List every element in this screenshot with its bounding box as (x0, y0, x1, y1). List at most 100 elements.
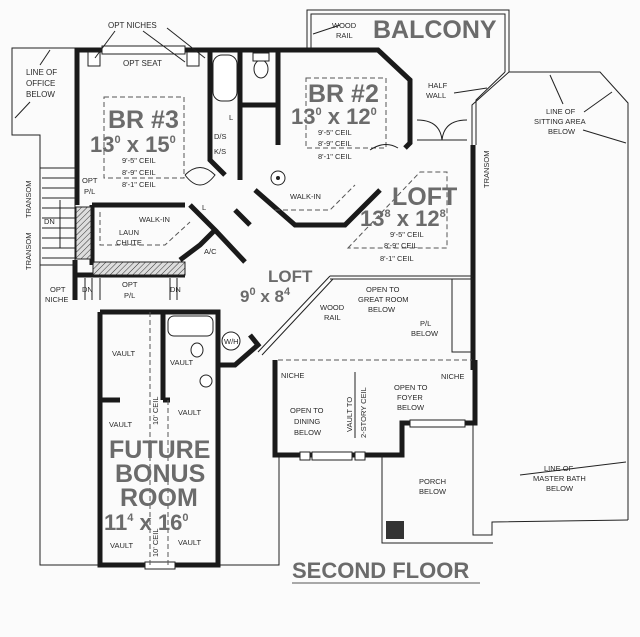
opt-niche-right (186, 51, 200, 67)
loft-ceiling-outline (346, 171, 448, 249)
pl-below-label-2: BELOW (411, 329, 439, 338)
br2-dimensions: 130 x 120 (291, 104, 377, 129)
br3-name: BR #3 (108, 106, 179, 134)
water-heater-icon (221, 331, 241, 351)
wh-label: W/H (224, 337, 239, 346)
loft-big-ceil-1: 9'-5" CEIL (390, 230, 424, 239)
balcony-label: BALCONY (373, 16, 497, 44)
opt-niches-label: OPT NICHES (108, 21, 157, 30)
dn-label-stairs: DN (44, 217, 55, 226)
ac-label: A/C (204, 247, 217, 256)
vault-label-6: VAULT (178, 538, 201, 547)
br2-name: BR #2 (308, 80, 379, 108)
porch-outline (381, 455, 493, 544)
dining-label-3: BELOW (294, 428, 322, 437)
br2-ceil-1: 9'-5" CEIL (318, 128, 352, 137)
loft-big-dimensions: 138 x 128 (360, 206, 446, 231)
vault-label-5: VAULT (110, 541, 133, 550)
vault-to-label-1: VAULT TO (345, 397, 354, 432)
wood-rail-label-2: RAIL (336, 31, 353, 40)
vault-label-4: VAULT (178, 408, 201, 417)
vault-label-2: VAULT (170, 358, 193, 367)
wood-rail-label-3: WOOD (320, 303, 345, 312)
toilet-icon (253, 59, 269, 79)
transom-label-lower: TRANSOM (24, 233, 33, 271)
core-walls (178, 203, 252, 264)
dn-label-left: DN (82, 285, 93, 294)
bathtub-icon (212, 54, 238, 102)
foyer-label-1: OPEN TO (394, 383, 428, 392)
opt-seat (101, 45, 186, 55)
loft-big-ceil-3: 8'-1" CEIL (380, 254, 414, 263)
laun-chute-label-1: LAUN (119, 228, 139, 237)
opt-niche-label-1: OPT (50, 285, 66, 294)
loft-double-door (416, 119, 468, 141)
bonus-name-2: BONUS (115, 460, 205, 488)
master-bath-label-2: MASTER BATH (533, 474, 586, 483)
office-below-label-3: BELOW (26, 90, 55, 99)
opt-pl-lower-1: OPT (122, 280, 138, 289)
bonus-tub-icon (167, 315, 214, 337)
vault-to-label-2: 2-STORY CEIL (359, 387, 368, 438)
bonus-name-3: ROOM (120, 484, 198, 512)
walk-in-dashed (99, 184, 356, 246)
half-wall-label-1: HALF (428, 81, 448, 90)
bonus-sink-icon (199, 374, 213, 388)
niche-label-left: NICHE (281, 371, 304, 380)
porch-label-1: PORCH (419, 477, 446, 486)
transom-label-right: TRANSOM (482, 151, 491, 189)
transom-label-upper: TRANSOM (24, 181, 33, 219)
opt-pl-lower-2: P/L (124, 291, 135, 300)
ks-label: K/S (214, 147, 226, 156)
office-below-label-2: OFFICE (26, 79, 55, 88)
foyer-label-2: FOYER (397, 393, 423, 402)
master-bath-label-1: LINE OF (544, 464, 574, 473)
opt-seat-label: OPT SEAT (123, 59, 162, 68)
br3-ceil-1: 9'-5" CEIL (122, 156, 156, 165)
great-room-opening (330, 275, 473, 353)
bonus-dimensions: 114 x 160 (104, 510, 189, 535)
bonus-window (144, 561, 176, 570)
dining-label-1: OPEN TO (290, 406, 324, 415)
bonus-bath-walls (100, 312, 170, 403)
br2-ceiling-outline (305, 77, 387, 149)
br3-door (184, 167, 216, 186)
sitting-below-label-3: BELOW (548, 127, 576, 136)
opt-pl-shaded (75, 206, 92, 260)
linen-label: L (229, 113, 233, 122)
master-bath-label-3: BELOW (546, 484, 574, 493)
walk-in-label-br3: WALK-IN (139, 215, 170, 224)
sitting-area-below-outline (509, 71, 629, 520)
stairs (39, 167, 76, 266)
br2-ceil-3: 8'-1" CEIL (318, 152, 352, 161)
great-room-label-2: GREAT ROOM (358, 295, 409, 304)
wood-rail-diagonal (257, 275, 334, 356)
vault-label-3: VAULT (109, 420, 132, 429)
laun-chute-label-2: CHUTE (116, 238, 142, 247)
bath-walls (237, 50, 278, 180)
dining-foyer-walls (272, 360, 478, 458)
loft-big-name: LOFT (392, 183, 457, 211)
plan-title: SECOND FLOOR (292, 558, 469, 583)
half-wall-label-2: WALL (426, 91, 446, 100)
opt-pl-label-1: OPT (82, 176, 98, 185)
opt-pl-shelf-shaded (92, 261, 186, 276)
opt-niche-label-2: NICHE (45, 295, 68, 304)
bonus-name-1: FUTURE (109, 436, 210, 464)
br3-ceil-3: 8'-1" CEIL (122, 180, 156, 189)
loft-big-ceil-2: 8'-9" CEIL (384, 241, 418, 250)
br3-dimensions: 130 x 150 (90, 132, 176, 157)
sitting-below-label-2: SITTING AREA (534, 117, 586, 126)
great-room-label-3: BELOW (368, 305, 396, 314)
br3-walls (89, 50, 227, 265)
foyer-label-3: BELOW (397, 403, 425, 412)
stair-down-left (84, 278, 178, 300)
ceil10-label-upper: 10' CEIL (151, 396, 160, 425)
niche-label-right: NICHE (441, 372, 464, 381)
wood-rail-label-4: RAIL (324, 313, 341, 322)
br3-ceil-2: 8'-9" CEIL (122, 168, 156, 177)
bonus-room-walls (97, 309, 221, 568)
ds-label: D/S (214, 132, 227, 141)
porch-post (386, 521, 404, 539)
